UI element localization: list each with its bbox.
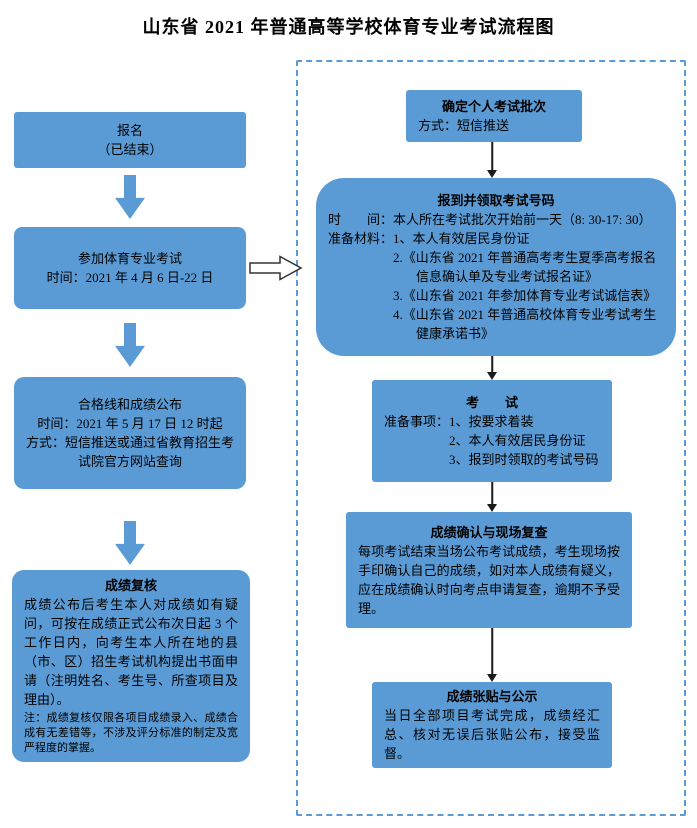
thin-down-arrow-icon: [486, 482, 498, 512]
score-review-note: 注：成绩复核仅限各项目成绩录入、成绩合成有无差错等，不涉及评分标准的制定及宽严程…: [24, 712, 238, 754]
checkin-line3: 2.《山东省 2021 年普通高考考生夏季高考报名信息确认单及专业考试报名证》: [393, 250, 657, 284]
thin-down-arrow-icon: [486, 356, 498, 380]
right-arrow-connector-icon: [249, 255, 303, 281]
results-line2: 时间：2021 年 5 月 17 日 12 时起: [37, 416, 223, 431]
score-review-title: 成绩复核: [104, 578, 157, 593]
batch-line1: 方式：短信推送: [418, 118, 510, 133]
flow-box-score-review: 成绩复核 成绩公布后考生本人对成绩如有疑问，可按在成绩正式公布次日起 3 个工作…: [12, 570, 250, 762]
checkin-line5: 4.《山东省 2021 年普通高校体育专业考试考生健康承诺书》: [393, 307, 657, 341]
batch-title: 确定个人考试批次: [441, 99, 546, 114]
flow-box-score-confirmation: 成绩确认与现场复查 每项考试结束当场公布考试成绩，考生现场按手印确认自己的成绩，…: [346, 512, 632, 628]
checkin-title: 报到并领取考试号码: [437, 193, 555, 208]
flow-box-checkin: 报到并领取考试号码 时 间：本人所在考试批次开始前一天（8: 30-17: 30…: [316, 178, 676, 356]
registration-line1: 报名: [116, 123, 143, 138]
checkin-line4: 3.《山东省 2021 年参加体育专业考试诚信表》: [393, 288, 657, 303]
dashed-panel: [296, 60, 686, 816]
score-review-body: 成绩公布后考生本人对成绩如有疑问，可按在成绩正式公布次日起 3 个工作日内，向考…: [24, 597, 238, 707]
flow-box-batch-assignment: 确定个人考试批次 方式：短信推送: [406, 90, 582, 142]
flow-box-results-announcement: 合格线和成绩公布 时间：2021 年 5 月 17 日 12 时起 方式：短信推…: [14, 377, 246, 489]
confirm-body: 每项考试结束当场公布考试成绩，考生现场按手印确认自己的成绩，如对本人成绩有疑义，…: [358, 543, 620, 616]
exam-line2: 2、本人有效居民身份证: [449, 433, 586, 448]
sports-exam-line2: 时间：2021 年 4 月 6 日-22 日: [46, 270, 214, 285]
flow-box-registration: 报名 （已结束）: [14, 112, 246, 168]
exam-title: 考 试: [465, 395, 518, 410]
confirm-title: 成绩确认与现场复查: [430, 524, 548, 540]
sports-exam-line1: 参加体育专业考试: [77, 251, 182, 266]
down-block-arrow-icon: [115, 175, 145, 219]
exam-line1: 准备事项：1、按要求着装: [384, 414, 534, 429]
flow-box-exam: 考 试 准备事项：1、按要求着装 2、本人有效居民身份证 3、报到时领取的考试号…: [372, 380, 612, 482]
flow-box-sports-exam: 参加体育专业考试 时间：2021 年 4 月 6 日-22 日: [14, 227, 246, 309]
thin-down-arrow-icon: [486, 628, 498, 682]
results-line3: 方式：短信推送或通过省教育招生考试院官方网站查询: [26, 435, 235, 469]
results-line1: 合格线和成绩公布: [77, 397, 182, 412]
down-block-arrow-icon: [115, 521, 145, 565]
exam-line3: 3、报到时领取的考试号码: [449, 452, 599, 467]
registration-line2: （已结束）: [97, 142, 163, 157]
checkin-line1: 时 间：本人所在考试批次开始前一天（8: 30-17: 30）: [328, 212, 652, 227]
flow-box-score-posting: 成绩张贴与公示 当日全部项目考试完成，成绩经汇总、核对无误后张贴公布，接受监督。: [372, 682, 612, 768]
page-title: 山东省 2021 年普通高等学校体育专业考试流程图: [142, 17, 555, 37]
thin-down-arrow-icon: [486, 142, 498, 178]
publish-body: 当日全部项目考试完成，成绩经汇总、核对无误后张贴公布，接受监督。: [384, 708, 600, 761]
down-block-arrow-icon: [115, 323, 145, 367]
checkin-line2: 准备材料：1、本人有效居民身份证: [328, 231, 530, 246]
publish-title: 成绩张贴与公示: [446, 689, 538, 704]
